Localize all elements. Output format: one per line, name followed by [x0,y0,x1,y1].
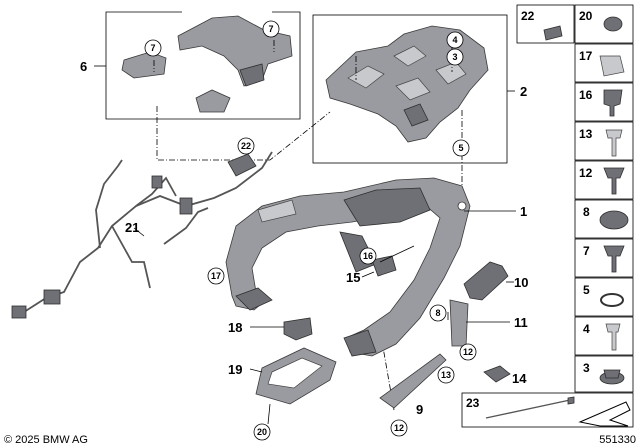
callout-7b: 7 [262,20,280,38]
module-18 [250,317,313,341]
panel-label-13: 13 [579,127,593,141]
svg-text:17: 17 [211,271,221,281]
callout-12b: 12 [390,419,408,437]
diagram-id: 551330 [599,434,636,446]
svg-text:5: 5 [458,143,463,153]
panel-label-16: 16 [579,88,593,102]
callout-5: 5 [452,139,470,157]
svg-text:3: 3 [452,52,457,62]
callout-1: 1 [520,204,527,219]
callout-19: 19 [228,362,242,377]
plate-group-2 [312,14,515,164]
svg-text:4: 4 [452,35,457,45]
svg-text:22: 22 [241,141,251,151]
callout-12a: 12 [459,343,477,361]
bracket-small-left [121,51,167,79]
panel-label-23: 23 [466,396,480,410]
panel-label-3: 3 [583,361,590,375]
carrier-frame-1 [225,177,516,357]
holder-19 [249,347,337,425]
holder-15-16 [361,245,415,278]
parts-panel: 22 20 17 16 13 12 8 7 5 4 3 [461,4,634,428]
callout-10: 10 [514,275,528,290]
callout-14: 14 [512,371,527,386]
callout-17: 17 [207,267,225,285]
callout-13: 13 [437,366,455,384]
callout-2: 2 [520,84,527,99]
callout-18: 18 [228,320,242,335]
connector-14 [483,365,511,383]
panel-label-12: 12 [579,166,593,180]
callout-3: 3 [446,48,464,66]
panel-label-8: 8 [583,205,590,219]
panel-label-22: 22 [521,9,535,23]
callout-16: 16 [359,247,377,265]
callout-21: 21 [125,220,139,235]
svg-text:7: 7 [268,24,273,34]
callout-15: 15 [346,270,360,285]
copyright: © 2025 BMW AG [4,434,88,446]
panel-label-4: 4 [583,322,590,336]
svg-text:12: 12 [463,347,473,357]
svg-text:12: 12 [394,423,404,433]
bracket-large [177,15,293,87]
svg-text:7: 7 [150,43,155,53]
panel-label-5: 5 [583,283,590,297]
callout-7a: 7 [144,39,162,57]
svg-text:20: 20 [257,427,267,437]
svg-text:16: 16 [363,251,373,261]
panel-label-7: 7 [583,244,590,258]
wiring-harness-21 [11,151,273,319]
panel-label-20: 20 [579,9,593,23]
callout-11: 11 [514,315,528,330]
callout-8: 8 [429,304,447,322]
callout-22: 22 [237,137,255,155]
callout-4: 4 [446,31,464,49]
svg-text:13: 13 [441,370,451,380]
bracket-group-6 [94,11,301,120]
callout-20: 20 [253,423,271,441]
rubber-pad-10 [463,261,514,301]
panel-label-17: 17 [579,49,593,63]
callout-9: 9 [416,402,423,417]
bracket-small-bottom [195,89,231,113]
svg-text:8: 8 [435,308,440,318]
callout-6: 6 [80,59,87,74]
installation-arrow-icon [578,401,631,427]
